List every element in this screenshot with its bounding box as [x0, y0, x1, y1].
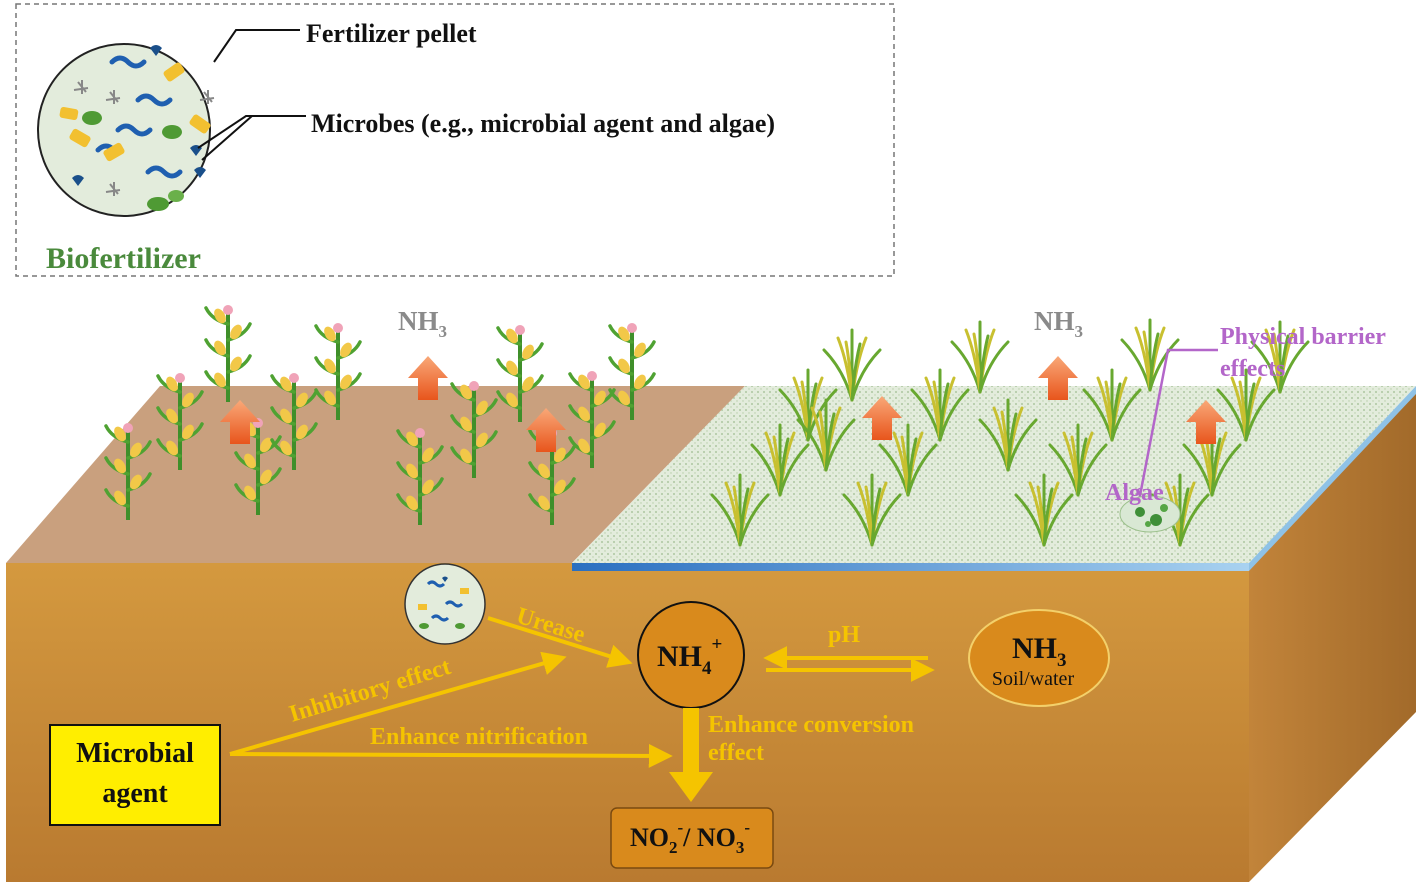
pellet-leader-line: [213, 29, 300, 63]
soil-water-caption: Soil/water: [992, 668, 1075, 690]
rice-plant-icon: [950, 320, 1010, 394]
maize-plant-icon: [270, 373, 318, 470]
enhance-conversion-label-line2: effect: [708, 740, 764, 766]
nh3-soil-label: NH3: [1012, 632, 1067, 671]
maize-plant-icon: [234, 418, 282, 515]
rice-plants: [710, 318, 1310, 547]
rice-plant-icon: [842, 473, 902, 547]
rice-plant-icon: [878, 423, 938, 497]
enhance-conversion-arrow: [669, 708, 713, 802]
emission-up-arrow: [1186, 400, 1226, 444]
emission-up-arrow: [1038, 356, 1078, 400]
rice-plant-icon: [1120, 318, 1180, 392]
enhance-conversion-label: Enhance conversion: [708, 712, 914, 738]
emission-up-arrow: [862, 396, 902, 440]
soil-side-face: [1249, 392, 1416, 882]
maize-plant-icon: [496, 325, 544, 422]
maize-plant-icon: [204, 305, 252, 402]
fertilizer-pellet-icon: [37, 43, 215, 217]
physical-barrier-label: Physical barrier: [1220, 324, 1386, 350]
rice-plant-icon: [1014, 473, 1074, 547]
rice-plant-icon: [1216, 368, 1276, 442]
maize-plant-icon: [450, 381, 498, 478]
urease-arrow: [487, 616, 633, 668]
emission-up-arrow: [526, 408, 566, 452]
water-front-edge: [572, 563, 1249, 571]
maize-plant-icon: [396, 428, 444, 525]
rice-plant-icon: [822, 328, 882, 402]
algae-icon: [1119, 495, 1181, 533]
nh4-label: NH4+: [657, 634, 722, 679]
enhance-nitrification-label: Enhance nitrification: [370, 724, 588, 750]
rice-plant-icon: [1048, 423, 1108, 497]
emission-up-arrow: [408, 356, 448, 400]
barrier-leader-line: [1136, 348, 1218, 507]
rice-plant-icon: [796, 398, 856, 472]
microbes-leader-line: [197, 115, 306, 161]
algae-label: Algae: [1105, 480, 1164, 506]
rice-plant-icon: [710, 473, 770, 547]
no2-no3-box: NO2-/ NO3-: [610, 807, 774, 869]
no2-no3-label: NO2-/ NO3-: [630, 818, 750, 857]
nh4-node: NH4+: [637, 601, 745, 709]
physical-barrier-label-line2: effects: [1220, 356, 1285, 382]
microbial-agent-box: Microbial agent: [49, 724, 221, 826]
nh3-emission-arrows: [220, 356, 1226, 452]
microbes-label: Microbes (e.g., microbial agent and alga…: [311, 109, 775, 138]
nh3-soil-node: NH3 Soil/water: [968, 609, 1110, 707]
rice-plant-icon: [750, 423, 810, 497]
inhibitory-arrow: [229, 651, 567, 756]
rice-plant-icon: [1250, 320, 1310, 394]
fertilizer-pellet-label: Fertilizer pellet: [306, 19, 477, 48]
biofertilizer-title: Biofertilizer: [46, 242, 201, 275]
emission-up-arrow: [220, 400, 260, 444]
small-biofertilizer-pellet-icon: [404, 563, 486, 645]
ph-label: pH: [828, 622, 860, 648]
left-nh3-label: NH3: [398, 306, 447, 341]
rice-plant-icon: [1082, 368, 1142, 442]
maize-plant-icon: [156, 373, 204, 470]
water-side-edge: [1249, 386, 1416, 571]
rice-plant-icon: [978, 398, 1038, 472]
rice-plant-icon: [910, 368, 970, 442]
maize-plant-icon: [608, 323, 656, 420]
maize-plant-icon: [104, 423, 152, 520]
inset-panel: Fertilizer pellet Microbes (e.g., microb…: [15, 3, 895, 277]
microbial-agent-label: Microbial: [76, 738, 194, 769]
microbial-agent-label-line2: agent: [102, 778, 168, 809]
maize-plant-icon: [568, 371, 616, 468]
maize-plant-icon: [314, 323, 362, 420]
right-nh3-label: NH3: [1034, 306, 1083, 341]
inset-dashed-border: [15, 3, 895, 277]
nitrification-arrow: [229, 743, 673, 768]
